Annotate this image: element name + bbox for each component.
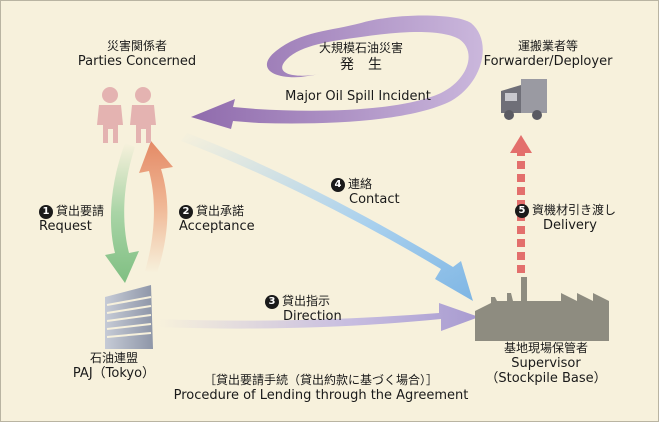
building-icon <box>105 285 153 349</box>
request-arrow <box>105 143 139 283</box>
parties-en: Parties Concerned <box>77 54 197 69</box>
incident-jp2: 発 生 <box>340 57 382 73</box>
delivery-arrow <box>510 135 532 273</box>
truck-icon <box>501 79 547 120</box>
step4-en: Contact <box>349 192 400 207</box>
parties-jp: 災害関係者 <box>106 39 167 53</box>
step1-en: Request <box>39 219 92 234</box>
incident-jp-label: 大規模石油災害 発 生 <box>286 41 436 73</box>
factory-icon <box>475 277 609 341</box>
step1-number: 1 <box>39 205 53 219</box>
contact-arrow <box>181 133 473 301</box>
step1-jp: 貸出要請 <box>56 204 105 218</box>
parties-label: 災害関係者 Parties Concerned <box>77 39 197 69</box>
step3-jp: 貸出指示 <box>282 294 331 308</box>
step2-jp: 貸出承諾 <box>196 204 245 218</box>
step3-en: Direction <box>283 309 342 324</box>
step2-en: Acceptance <box>179 219 255 234</box>
procedure-jp: ［貸出要請手続（貸出約款に基づく場合）］ <box>203 373 438 387</box>
forwarder-jp: 運搬業者等 <box>517 39 578 53</box>
incident-jp: 大規模石油災害 <box>318 41 403 55</box>
procedure-en: Procedure of Lending through the Agreeme… <box>173 388 469 403</box>
paj-en: PAJ（Tokyo） <box>72 366 156 381</box>
step5-jp: 資機材引き渡し <box>532 203 617 217</box>
forwarder-label: 運搬業者等 Forwarder/Deployer <box>463 39 633 69</box>
incident-en: Major Oil Spill Incident <box>285 89 431 104</box>
incident-en-label: Major Oil Spill Incident <box>263 89 453 104</box>
person-icon <box>97 87 123 143</box>
supervisor-en: Supervisor <box>511 356 581 371</box>
step4-jp: 連絡 <box>348 177 373 191</box>
step4-number: 4 <box>331 178 345 192</box>
incident-band <box>191 15 483 129</box>
paj-jp: 石油連盟 <box>89 351 138 365</box>
acceptance-arrow <box>139 141 173 273</box>
supervisor-label: 基地現場保管者 Supervisor （Stockpile Base） <box>471 341 621 386</box>
paj-label: 石油連盟 PAJ（Tokyo） <box>59 351 169 381</box>
procedure-label: ［貸出要請手続（貸出約款に基づく場合）］ Procedure of Lendin… <box>161 373 481 403</box>
step2-number: 2 <box>179 205 193 219</box>
step3-number: 3 <box>265 295 279 309</box>
direction-arrow <box>159 303 479 331</box>
forwarder-en: Forwarder/Deployer <box>483 54 613 69</box>
person-icon <box>130 87 156 143</box>
step5-number: 5 <box>515 204 529 218</box>
supervisor-jp: 基地現場保管者 <box>503 341 588 355</box>
step5-en: Delivery <box>543 218 597 233</box>
supervisor-en2: （Stockpile Base） <box>485 371 607 386</box>
